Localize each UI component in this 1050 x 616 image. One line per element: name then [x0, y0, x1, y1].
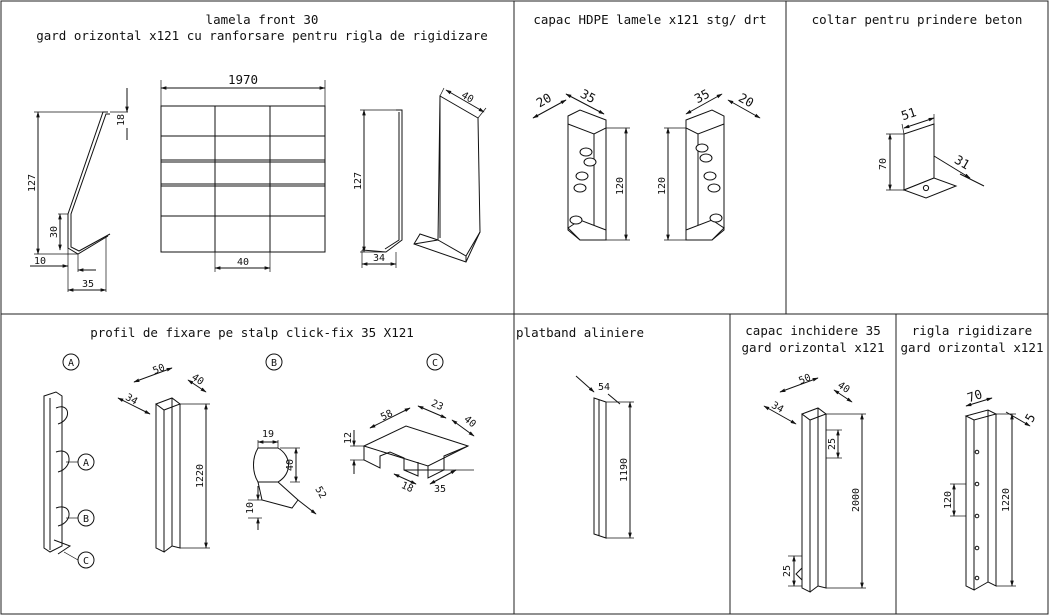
rigla-title-1: rigla rigidizare — [912, 323, 1032, 338]
capac-hdpe-title: capac HDPE lamele x121 stg/ drt — [533, 12, 766, 27]
dim-40-capac: 40 — [835, 380, 851, 396]
dim-54: 54 — [598, 382, 610, 393]
dim-40-clip: 40 — [285, 459, 296, 471]
dim-58: 58 — [379, 408, 395, 423]
dim-35: 35 — [82, 279, 94, 290]
dim-40-iso: 40 — [459, 90, 475, 106]
dim-50-capac: 50 — [797, 372, 812, 387]
coltar-title: coltar pentru prindere beton — [812, 12, 1023, 27]
dim-40-profil: 40 — [189, 372, 205, 388]
dim-19: 19 — [262, 429, 274, 440]
capac-inchidere-title-1: capac inchidere 35 — [745, 323, 880, 338]
dim-1970: 1970 — [228, 72, 258, 87]
marker-a-top: A — [68, 358, 74, 369]
dim-30: 30 — [49, 226, 60, 238]
dim-20: 20 — [533, 90, 554, 111]
dim-34-profil: 34 — [123, 392, 139, 408]
dim-127: 127 — [27, 174, 38, 192]
dim-1220-rigla: 1220 — [1001, 488, 1012, 512]
dim-34: 34 — [373, 253, 385, 264]
dim-2000: 2000 — [851, 488, 862, 512]
dim-40: 40 — [237, 257, 249, 268]
dim-1190: 1190 — [619, 458, 630, 482]
dim-20-r: 20 — [736, 90, 757, 111]
lamela-side-drawing: 127 34 40 — [353, 87, 487, 268]
dim-18: 18 — [116, 114, 127, 126]
capac-inchidere-drawing: 34 50 40 25 2000 25 — [763, 372, 866, 593]
lamela-panel-drawing: 1970 40 — [160, 72, 326, 272]
marker-c: C — [83, 556, 89, 567]
platband-drawing: 54 1190 — [575, 375, 634, 539]
lamela-title-1: lamela front 30 — [206, 12, 319, 27]
dim-120-rigla: 120 — [943, 491, 954, 509]
dim-70: 70 — [878, 158, 889, 170]
dim-31: 31 — [952, 152, 973, 173]
marker-a: A — [83, 458, 89, 469]
dim-120-left: 120 — [615, 177, 626, 195]
dim-10: 10 — [34, 256, 46, 267]
dim-127-side: 127 — [353, 172, 364, 190]
profil-markers: A B C — [62, 353, 444, 371]
capac-inchidere-title-2: gard orizontal x121 — [742, 340, 885, 355]
marker-c-top: C — [432, 358, 438, 369]
coltar-drawing: 51 70 31 — [878, 104, 985, 199]
dim-51: 51 — [899, 104, 918, 123]
dim-25-bottom: 25 — [782, 565, 793, 577]
dim-23: 23 — [429, 398, 444, 413]
dim-35-capac: 35 — [578, 86, 598, 106]
dim-52: 52 — [312, 485, 328, 501]
marker-b: B — [83, 514, 89, 525]
profil-b-clip: 19 40 52 10 — [245, 429, 328, 530]
dim-120-right: 120 — [657, 177, 668, 195]
dim-18: 18 — [399, 480, 414, 495]
dim-35-capac-r: 35 — [692, 86, 712, 106]
dim-40-bracket: 40 — [461, 414, 477, 430]
dim-12: 12 — [343, 432, 354, 444]
marker-b-top: B — [271, 358, 277, 369]
dim-1220-profil: 1220 — [195, 464, 206, 488]
capac-hdpe-right: 35 20 120 — [657, 86, 761, 241]
lamela-profile-drawing: 127 18 30 10 35 — [27, 88, 129, 292]
rigla-drawing: 70 5 120 1220 — [943, 386, 1038, 591]
dim-50-profil: 50 — [151, 362, 166, 377]
profil-c-bracket: 58 23 40 12 18 35 — [343, 398, 478, 495]
platband-title: platband aliniere — [516, 325, 644, 340]
dim-34-capac: 34 — [769, 400, 785, 416]
capac-hdpe-left: 20 35 120 — [532, 86, 630, 241]
dim-35-bracket: 35 — [434, 484, 446, 495]
dim-10-clip: 10 — [245, 502, 256, 514]
profil-title: profil de fixare pe stalp click-fix 35 X… — [90, 325, 414, 340]
profil-a-iso: 34 50 40 1220 — [117, 362, 210, 553]
rigla-title-2: gard orizontal x121 — [901, 340, 1044, 355]
dim-25-top: 25 — [827, 438, 838, 450]
lamela-title-2: gard orizontal x121 cu ranforsare pentru… — [36, 28, 488, 43]
profil-a-strip: A B C — [43, 391, 95, 569]
dim-70-rigla: 70 — [965, 386, 984, 405]
